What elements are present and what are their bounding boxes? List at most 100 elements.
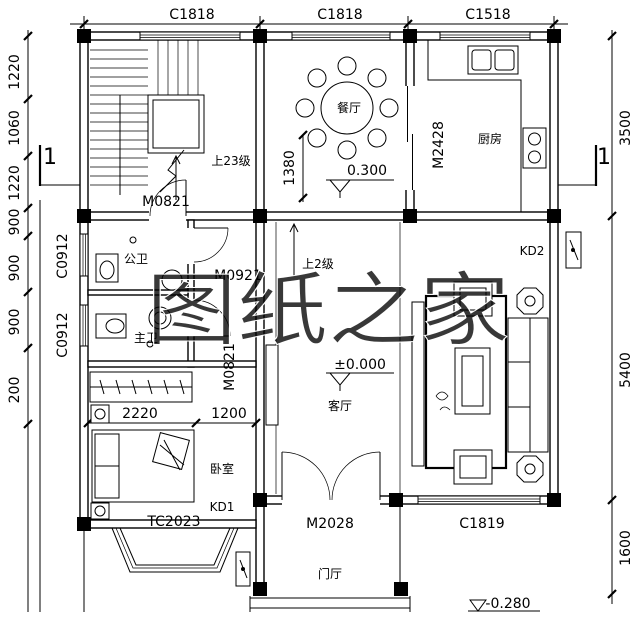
doors [149, 86, 415, 505]
bay-window [111, 527, 239, 573]
columns [77, 29, 561, 596]
electric-box-kd2 [565, 231, 582, 269]
level-mark-entry [468, 599, 540, 612]
floor-drain [129, 236, 137, 244]
staircase [90, 40, 205, 200]
room-label-dining: 餐厅 [337, 100, 361, 115]
electric-box-kd1 [235, 551, 251, 587]
window-public-bath [79, 233, 89, 277]
level-mark-living [326, 372, 394, 391]
watermark: 图纸之家 [146, 264, 510, 357]
window-top-kitchen [439, 31, 531, 41]
room-label-kitchen: 厨房 [478, 131, 502, 146]
entry-door-label: M2028 [306, 516, 354, 532]
porch [249, 504, 411, 612]
window-top-stair [139, 31, 241, 41]
bath-door-label: M0921 [214, 268, 262, 284]
stair-up-label: 上23级 [211, 154, 250, 168]
wall-right [549, 31, 559, 505]
kitchen-counter [427, 40, 522, 212]
bath-window-label: C0912 [55, 312, 71, 357]
entry-level-label: -0.280 [485, 596, 530, 612]
master-bath-door-label: M0821 [222, 343, 238, 391]
window-living-bottom [417, 495, 541, 505]
left-dimension-line [23, 30, 41, 612]
door-entry-double [281, 451, 381, 505]
section-mark-right [558, 145, 598, 186]
section-mark-label: 1 [597, 145, 611, 170]
bath-window-label: C0912 [55, 233, 71, 278]
right-dimension-label: 5400 [618, 352, 634, 388]
stair-arrow [171, 154, 181, 200]
corridor-opening [265, 344, 279, 426]
window-master-bath [79, 304, 89, 347]
wall-bath-partition [87, 289, 189, 296]
left-dimension-label: 1220 [7, 54, 23, 90]
dining-table-set [295, 56, 399, 160]
step-arrow-living [289, 222, 299, 276]
kd1-label: KD1 [210, 500, 235, 514]
chair [379, 98, 399, 118]
wall-closet [87, 360, 257, 368]
top-window-label: C1518 [465, 7, 510, 23]
section-mark-label: 1 [43, 145, 57, 170]
window-top-dining [291, 31, 391, 41]
door-master-bath [187, 299, 231, 337]
left-dimension-label: 200 [7, 377, 23, 404]
kitchen-fixtures [427, 40, 547, 212]
kd2-label: KD2 [520, 244, 545, 258]
bedroom-dimension-label: 1200 [211, 406, 247, 422]
dining-dimension-label: 1380 [282, 150, 298, 186]
door-public-bath [187, 227, 229, 264]
chair [307, 128, 327, 148]
door-stair [149, 179, 187, 221]
floor-drain [146, 340, 154, 348]
bedroom-dimension-line [83, 418, 261, 428]
stair-door-label: M0821 [142, 194, 190, 210]
living-room-furniture [411, 281, 549, 485]
level-mark-dining [326, 179, 394, 198]
room-label-living: 客厅 [328, 398, 352, 413]
stair-break-line [159, 149, 185, 193]
right-dimension-label: 1600 [618, 530, 634, 566]
chair [307, 68, 327, 88]
left-dimension-label: 900 [7, 309, 23, 336]
bedroom-dimension-label: 2220 [122, 406, 158, 422]
blanket [152, 432, 190, 470]
right-dimension-line [607, 30, 617, 604]
kitchen-door-label: M2428 [431, 121, 447, 169]
right-dimension-label: 3500 [618, 110, 634, 146]
left-dimension-label: 900 [7, 209, 23, 236]
tv-cabinet [411, 301, 425, 467]
room-label-foyer: 门厅 [318, 566, 342, 581]
left-dimension-label: 1220 [7, 165, 23, 201]
chair [337, 56, 357, 76]
bay-window-label: TC2023 [146, 514, 200, 530]
dining-level-label: 0.300 [347, 163, 387, 179]
section-mark-left [38, 145, 80, 186]
dining-dimension-1380 [298, 130, 308, 203]
chair [295, 98, 315, 118]
windows [79, 31, 541, 573]
living-step-label: 上2级 [302, 257, 334, 271]
bedroom-furniture [90, 404, 195, 520]
room-label-public-bath: 公卫 [124, 252, 148, 266]
living-window-label: C1819 [459, 516, 504, 532]
living-level-label: ±0.000 [334, 357, 386, 373]
top-dimension-line [70, 16, 568, 30]
dining-table [320, 81, 374, 135]
wall-left [79, 31, 89, 529]
wardrobe [89, 371, 193, 403]
top-window-label: C1818 [317, 7, 362, 23]
chair [367, 68, 387, 88]
chair [367, 128, 387, 148]
left-dimension-label: 900 [7, 255, 23, 282]
bathroom-fixtures [95, 236, 183, 348]
top-window-label: C1818 [169, 7, 214, 23]
door-kitchen [405, 86, 415, 190]
wash-basin [161, 269, 183, 291]
chair [337, 140, 357, 160]
left-dimension-label: 1060 [7, 110, 23, 146]
plant [435, 391, 451, 411]
room-label-bedroom: 卧室 [210, 461, 234, 476]
